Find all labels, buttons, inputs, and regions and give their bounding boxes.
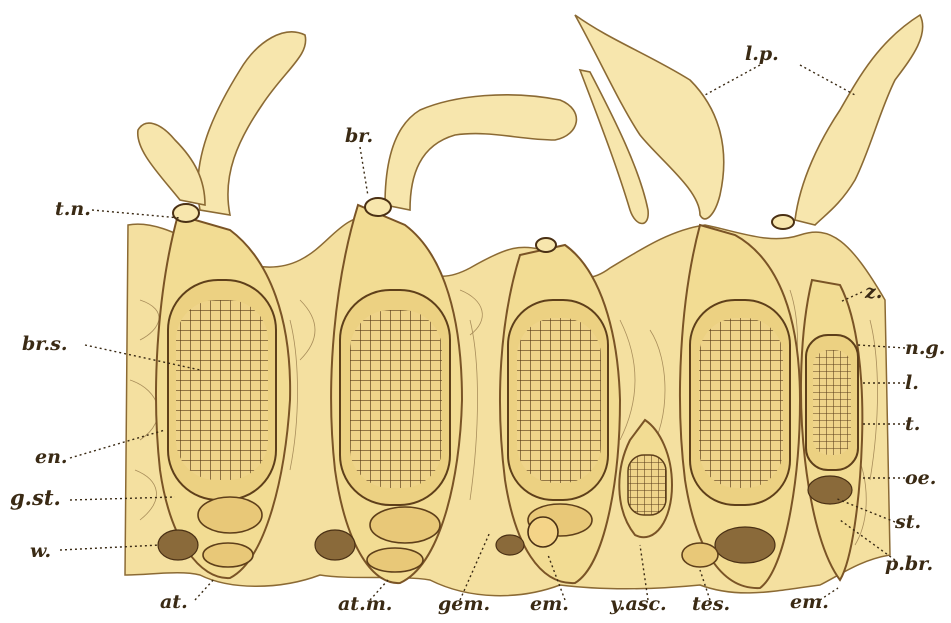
label-at: at. [160,591,188,613]
label-yasc: y.asc. [609,593,667,615]
label-w: w. [30,540,51,562]
atrial-languet-1 [198,32,306,215]
label-en: en. [35,446,68,468]
label-atm: at.m. [338,593,392,615]
label-lp: l.p. [745,43,779,65]
label-em2: em. [790,591,829,613]
atrial-languet-2 [385,95,576,210]
label-br: br. [345,125,373,147]
label-oe: oe. [905,467,936,489]
label-ng: n.g. [905,337,945,359]
label-gem: gem. [438,593,490,615]
atrial-languet-1b [138,123,205,205]
label-em: em. [530,593,569,615]
label-tes: tes. [692,593,730,615]
label-pbr: p.br. [885,553,933,575]
label-tn: t.n. [55,198,91,220]
label-brs: br.s. [22,333,67,355]
label-t: t. [905,413,920,435]
label-z: z. [864,281,882,303]
label-l: l. [905,372,919,394]
label-gst: g.st. [10,485,61,510]
atrial-languet-4 [795,15,923,225]
label-st: st. [894,511,921,533]
